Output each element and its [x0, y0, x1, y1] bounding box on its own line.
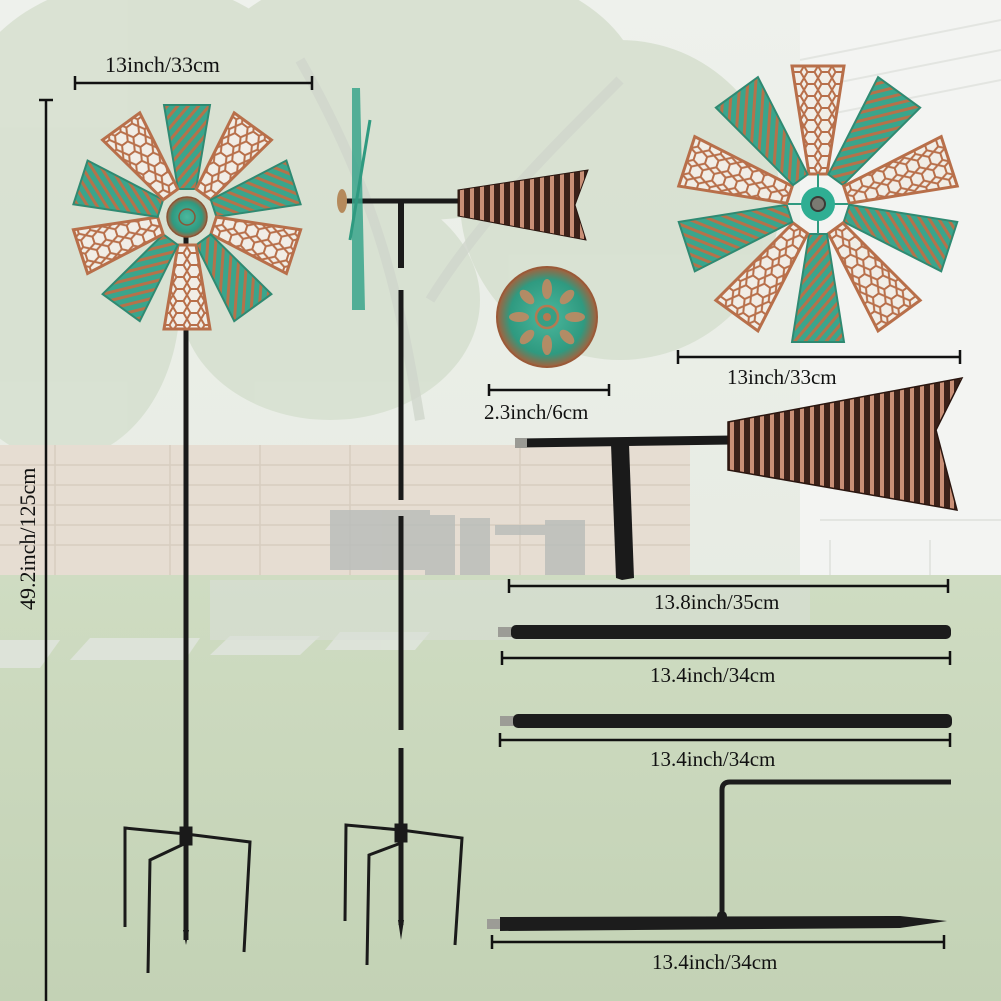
- pole-segment-2: [500, 714, 952, 728]
- front-ground-stake-prongs: [123, 826, 252, 974]
- detached-windmill-wheel: [676, 64, 960, 343]
- side-view-assembly: [337, 88, 589, 966]
- hub-disk-diameter-label: 2.3inch/6cm: [484, 400, 589, 424]
- detached-tail-vane: [515, 376, 964, 580]
- pole-segment-1: [498, 625, 951, 639]
- hub-disk-detail: [496, 266, 598, 368]
- front-view-assembly: [71, 104, 303, 974]
- detached-wheel-width-label: 13inch/33cm: [727, 365, 837, 389]
- pole-segment-2-length-label: 13.4inch/34cm: [650, 747, 776, 771]
- front-wheel-width-label: 13inch/33cm: [105, 52, 220, 77]
- front-windmill-wheel: [71, 104, 303, 331]
- ground-stake: [487, 779, 951, 931]
- pole-segment-1-length-label: 13.4inch/34cm: [650, 663, 776, 687]
- ground-stake-length-label: 13.4inch/34cm: [652, 950, 778, 974]
- total-height-label: 49.2inch/125cm: [15, 467, 40, 610]
- front-hub-disk: [166, 196, 208, 238]
- tail-vane-length-label: 13.8inch/35cm: [654, 590, 780, 614]
- side-ground-stake-prongs: [343, 823, 464, 966]
- side-tail-vane: [457, 169, 589, 241]
- dimension-lines: [39, 76, 962, 1001]
